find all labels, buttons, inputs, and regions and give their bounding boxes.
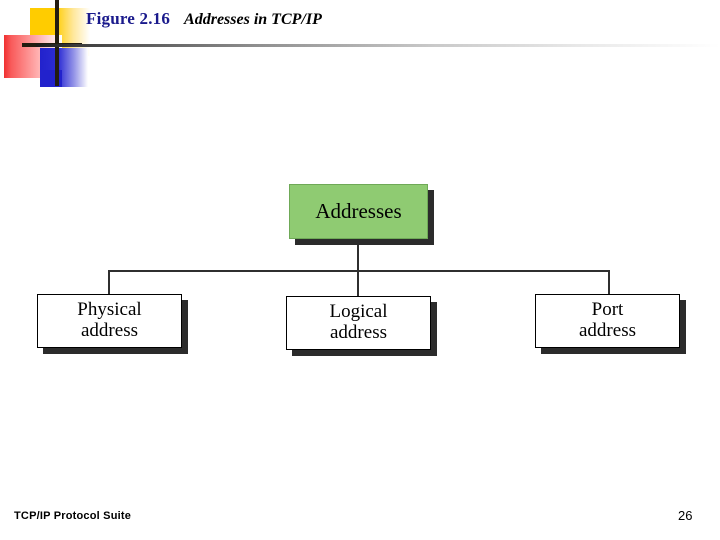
node-physical-address-text: Physical address xyxy=(77,300,141,341)
node-port-address-line2: address xyxy=(579,320,636,341)
header-decoration xyxy=(0,0,130,95)
node-logical-address[interactable]: Logical address xyxy=(286,296,431,350)
node-port-address-line1: Port xyxy=(591,299,624,321)
node-logical-address-line1: Logical xyxy=(329,301,388,323)
footer-book-title: TCP/IP Protocol Suite xyxy=(14,510,132,522)
connector-drop-logical xyxy=(357,270,359,296)
figure-caption-label: Addresses in TCP/IP xyxy=(184,11,322,28)
decoration-vertical-bar-icon xyxy=(55,0,59,86)
figure-number-label: Figure 2.16 xyxy=(86,9,171,28)
connector-horizontal-bus xyxy=(108,270,610,272)
connector-drop-physical xyxy=(108,270,110,294)
page-title: Figure 2.16 Addresses in TCP/IP xyxy=(86,9,322,29)
node-physical-address-line2: address xyxy=(81,320,138,341)
node-port-address-text: Port address xyxy=(579,300,636,341)
header-divider-rule xyxy=(36,44,720,47)
node-addresses[interactable]: Addresses xyxy=(289,184,428,239)
node-logical-address-line2: address xyxy=(330,322,387,343)
footer-page-number: 26 xyxy=(678,508,693,523)
node-physical-address-line1: Physical xyxy=(77,299,142,321)
connector-root-trunk xyxy=(357,239,359,271)
node-logical-address-text: Logical address xyxy=(329,302,387,343)
node-physical-address[interactable]: Physical address xyxy=(37,294,182,348)
connector-drop-port xyxy=(608,270,610,294)
node-addresses-label: Addresses xyxy=(315,199,402,223)
node-port-address[interactable]: Port address xyxy=(535,294,680,348)
